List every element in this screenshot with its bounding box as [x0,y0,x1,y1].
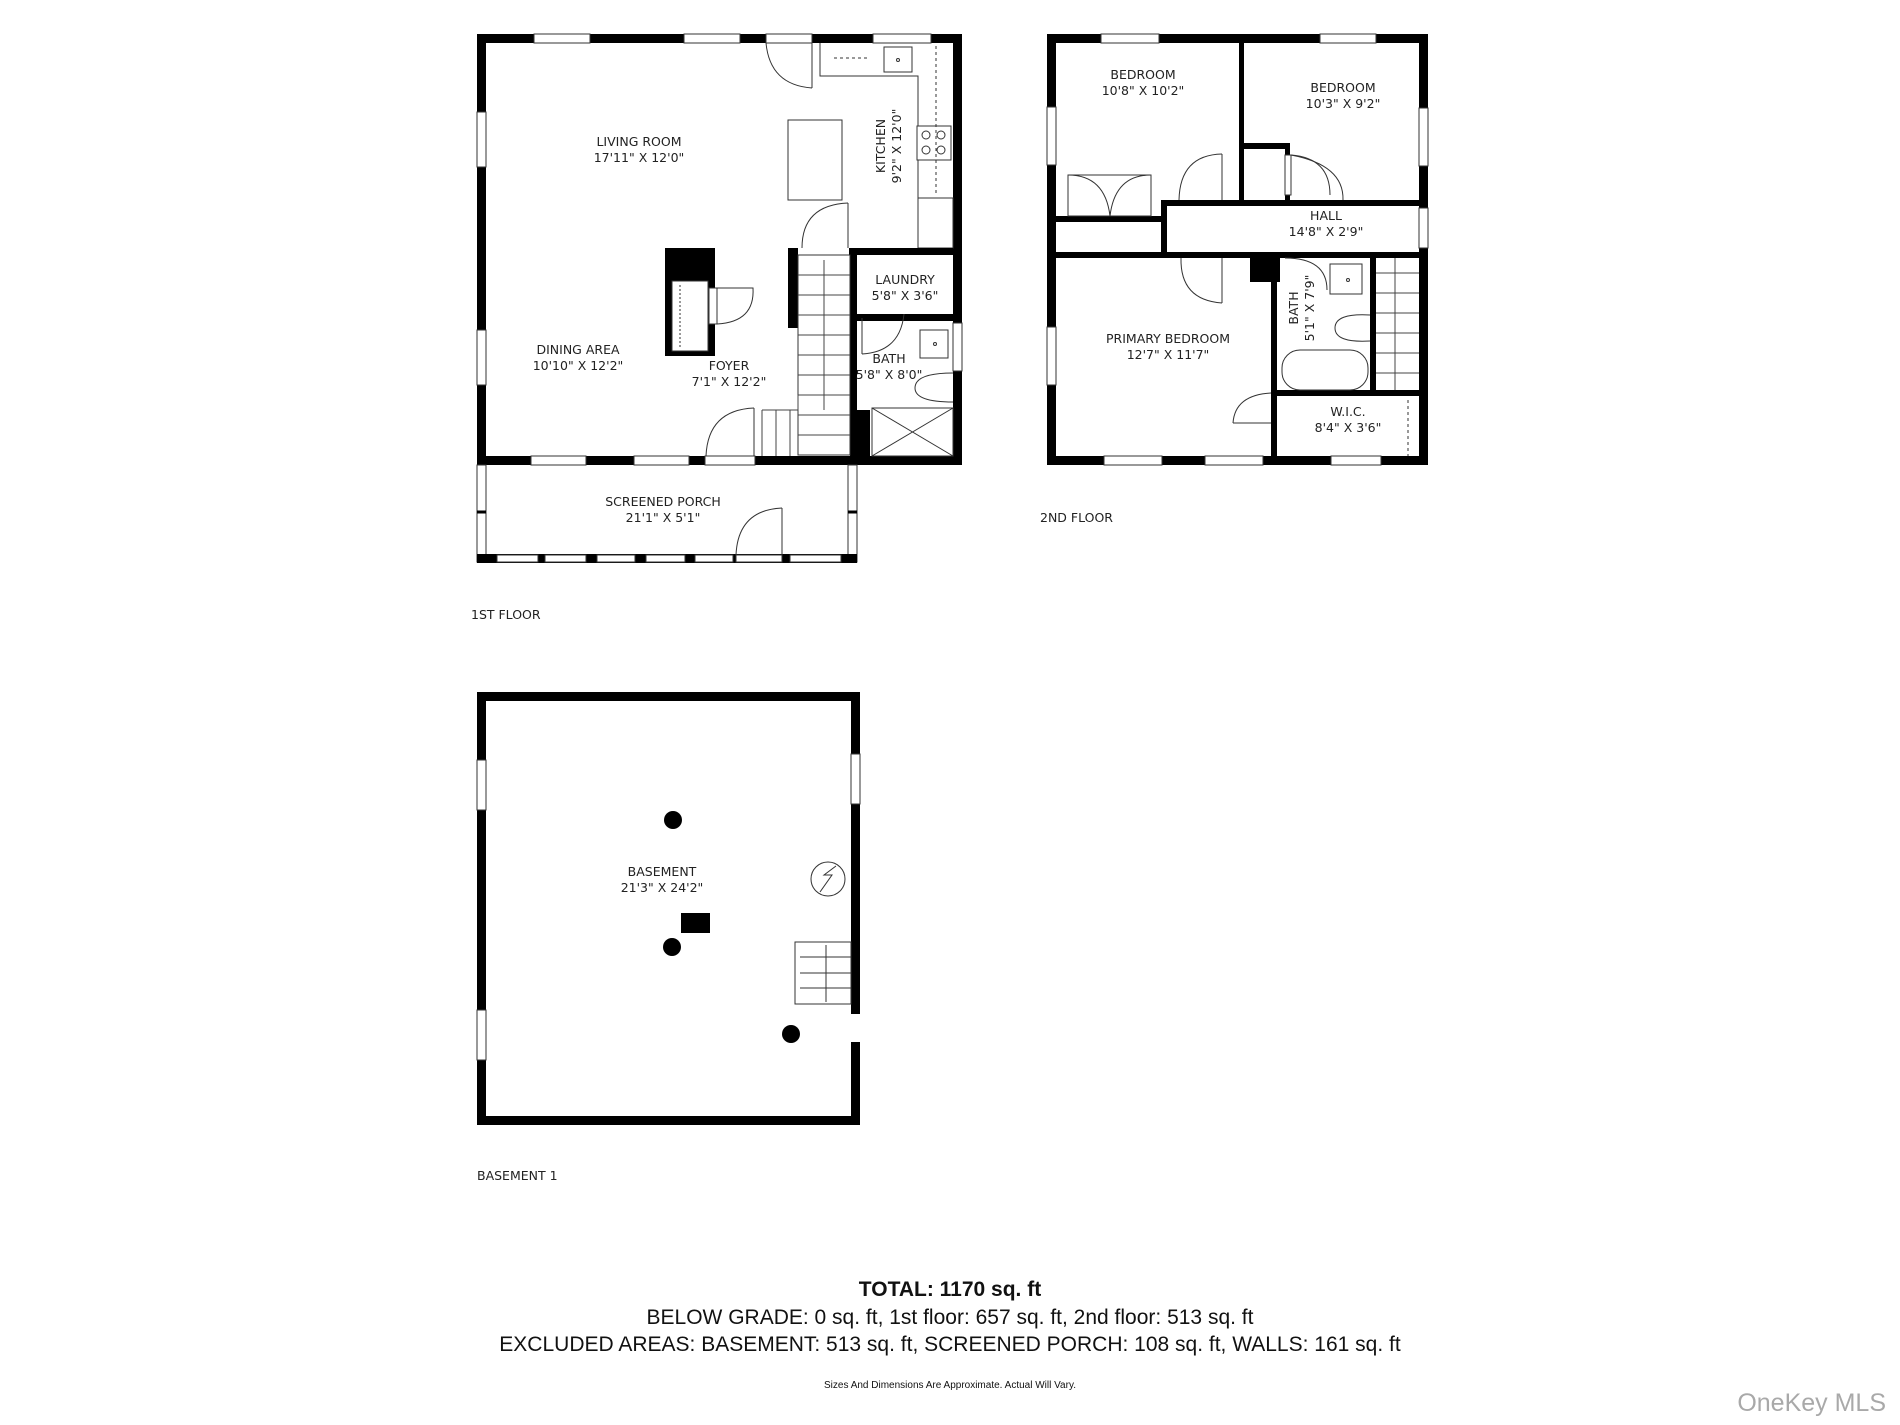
room-name: SCREENED PORCH [605,494,721,509]
room-hall: HALL 14'8" X 2'9" [1289,208,1364,240]
room-dims: 21'1" X 5'1" [625,510,701,525]
room-dims: 10'10" X 12'2" [532,358,624,373]
room-basement: BASEMENT 21'3" X 24'2" [621,864,704,896]
room-name: HALL [1310,208,1342,223]
first-floor-plan [476,33,963,466]
room-name: FOYER [708,358,750,373]
room-bedroom-1: BEDROOM 10'8" X 10'2" [1102,67,1185,99]
room-dims: 10'3" X 9'2" [1305,96,1381,111]
room-dims: 21'3" X 24'2" [620,880,704,895]
room-laundry: LAUNDRY 5'8" X 3'6" [872,272,939,304]
watermark-logo: OneKey MLS [1737,1389,1886,1417]
room-dims: 10'8" X 10'2" [1101,83,1185,98]
room-name: BASEMENT [627,864,697,879]
room-bedroom-2: BEDROOM 10'3" X 9'2" [1306,80,1381,112]
room-living-room: LIVING ROOM 17'11" X 12'0" [594,134,685,166]
area-breakdown: BELOW GRADE: 0 sq. ft, 1st floor: 657 sq… [646,1306,1254,1329]
room-foyer: FOYER 7'1" X 12'2" [692,358,767,390]
room-dims: 14'8" X 2'9" [1288,224,1364,239]
room-name: LAUNDRY [875,272,935,287]
room-dims: 12'7" X 11'7" [1126,347,1210,362]
room-dims: 5'1" X 7'9" [1302,274,1317,342]
room-name: W.I.C. [1330,404,1366,419]
room-name: BATH [872,351,906,366]
room-dims: 5'8" X 3'6" [871,288,939,303]
room-bath-first: BATH 5'8" X 8'0" [856,351,923,383]
second-floor-plan [1046,33,1429,466]
room-dims: 7'1" X 12'2" [691,374,767,389]
room-kitchen: KITCHEN 9'2" X 12'0" [873,109,905,184]
room-wic: W.I.C. 8'4" X 3'6" [1315,404,1382,436]
room-dims: 8'4" X 3'6" [1314,420,1382,435]
room-screened-porch: SCREENED PORCH 21'1" X 5'1" [605,494,721,526]
room-name: LIVING ROOM [596,134,682,149]
screened-porch-plan [476,464,858,563]
room-dining-area: DINING AREA 10'10" X 12'2" [533,342,624,374]
basement-plan [476,692,861,1125]
room-name: PRIMARY BEDROOM [1106,331,1230,346]
total-area: TOTAL: 1170 sq. ft [858,1278,1042,1301]
disclaimer-note: Sizes And Dimensions Are Approximate. Ac… [824,1380,1076,1391]
room-dims: 5'8" X 8'0" [855,367,923,382]
room-name: BEDROOM [1110,67,1176,82]
room-name: BEDROOM [1310,80,1376,95]
floor-label-second: 2ND FLOOR [1040,510,1113,525]
room-primary-bedroom: PRIMARY BEDROOM 12'7" X 11'7" [1106,331,1230,363]
room-bath-second: BATH 5'1" X 7'9" [1286,275,1318,342]
floor-label-first: 1ST FLOOR [471,607,541,622]
room-dims: 17'11" X 12'0" [593,150,685,165]
room-name: BATH [1286,291,1301,325]
excluded-areas: EXCLUDED AREAS: BASEMENT: 513 sq. ft, SC… [499,1333,1401,1356]
room-name: KITCHEN [873,118,888,174]
room-name: DINING AREA [536,342,620,357]
room-dims: 9'2" X 12'0" [889,108,904,184]
floor-label-basement: BASEMENT 1 [477,1168,558,1183]
